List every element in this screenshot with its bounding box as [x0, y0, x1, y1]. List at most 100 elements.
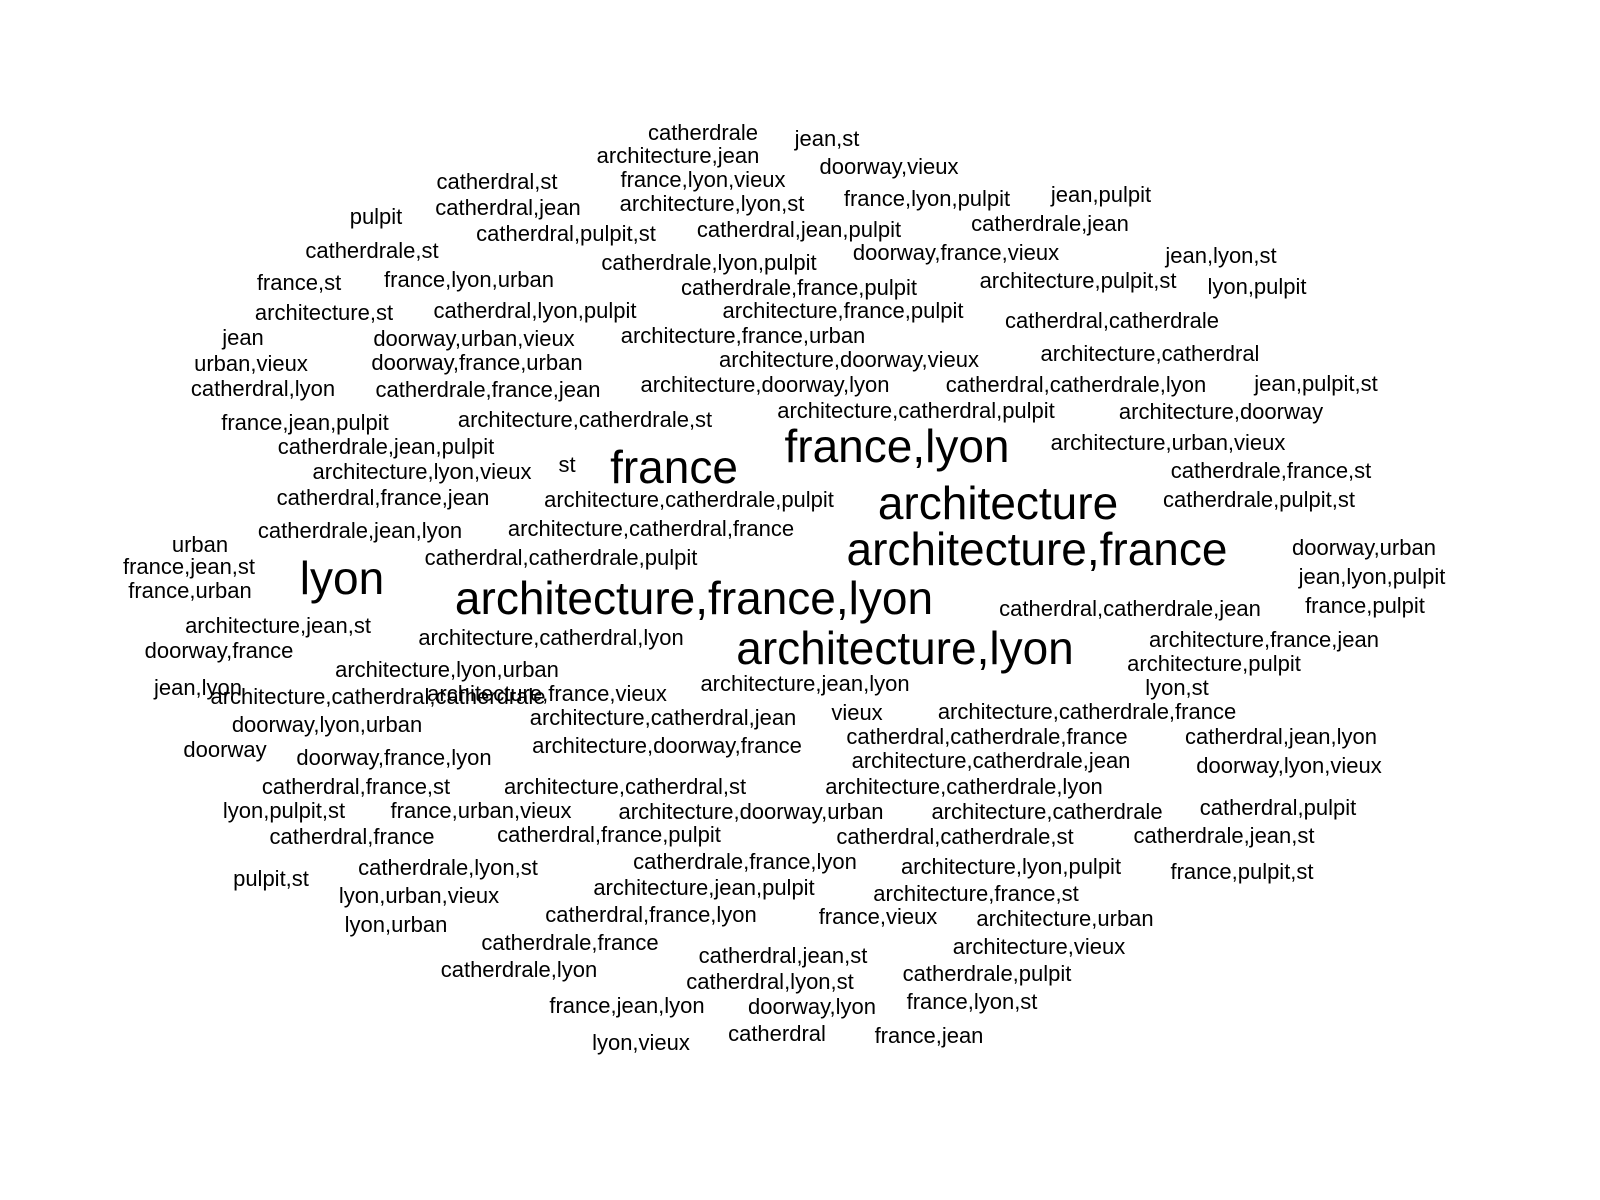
word-pulpit-st: pulpit,st: [233, 866, 309, 891]
word-architecture-france-st: architecture,france,st: [873, 881, 1079, 906]
word-catherdrale-jean-lyon: catherdrale,jean,lyon: [257, 518, 463, 543]
word-architecture-doorway: architecture,doorway: [1118, 399, 1324, 424]
word-architecture-france: architecture,france: [846, 523, 1228, 575]
word-catherdrale-jean-st: catherdrale,jean,st: [1133, 823, 1315, 848]
word-architecture: architecture: [877, 477, 1119, 529]
word-france-lyon-vieux: france,lyon,vieux: [620, 167, 786, 192]
word-architecture-france-urban: architecture,france,urban: [620, 323, 866, 348]
word-catherdrale: catherdrale: [647, 120, 759, 145]
word-france-lyon-pulpit: france,lyon,pulpit: [843, 186, 1011, 211]
word-doorway-france-lyon: doorway,france,lyon: [296, 745, 492, 770]
word-doorway-urban: doorway,urban: [1292, 535, 1436, 560]
word-architecture-catherdral-catherdrale: architecture,catherdral,catherdrale: [210, 684, 546, 709]
word-catherdrale-france-st: catherdrale,france,st: [1170, 458, 1372, 483]
word-catherdral-jean-st: catherdral,jean,st: [698, 943, 868, 968]
word-architecture-doorway-lyon: architecture,doorway,lyon: [640, 372, 890, 397]
word-lyon-pulpit: lyon,pulpit: [1207, 274, 1307, 299]
word-architecture-jean: architecture,jean: [596, 143, 760, 168]
word-catherdral-pulpit-st: catherdral,pulpit,st: [476, 221, 656, 246]
word-architecture-france-jean: architecture,france,jean: [1149, 627, 1379, 652]
word-france-urban-vieux: france,urban,vieux: [390, 798, 572, 823]
word-catherdrale-france: catherdrale,france: [481, 930, 659, 955]
word-france-jean-lyon: france,jean,lyon: [549, 993, 705, 1018]
word-architecture-urban-vieux: architecture,urban,vieux: [1050, 430, 1286, 455]
word-jean-lyon-pulpit: jean,lyon,pulpit: [1298, 564, 1446, 589]
word-doorway-lyon-vieux: doorway,lyon,vieux: [1196, 753, 1382, 778]
word-catherdral-catherdrale-pulpit: catherdral,catherdrale,pulpit: [424, 545, 698, 570]
word-architecture-st: architecture,st: [254, 300, 394, 325]
word-catherdrale-lyon-st: catherdrale,lyon,st: [358, 855, 538, 880]
word-catherdral-jean-lyon: catherdral,jean,lyon: [1184, 724, 1378, 749]
word-architecture-lyon: architecture,lyon: [736, 622, 1074, 674]
word-catherdral-catherdrale: catherdral,catherdrale: [1004, 308, 1220, 333]
word-catherdral-jean: catherdral,jean: [435, 195, 581, 220]
word-architecture-catherdral-pulpit: architecture,catherdral,pulpit: [777, 398, 1055, 423]
word-catherdral-pulpit: catherdral,pulpit: [1199, 795, 1357, 820]
word-catherdral-france-lyon: catherdral,france,lyon: [545, 902, 757, 927]
word-catherdrale-st: catherdrale,st: [305, 238, 439, 263]
word-doorway-lyon-urban: doorway,lyon,urban: [231, 712, 423, 737]
word-catherdral-catherdrale-france: catherdral,catherdrale,france: [846, 724, 1128, 749]
word-catherdral-catherdrale-jean: catherdral,catherdrale,jean: [999, 596, 1261, 621]
word-doorway: doorway: [183, 737, 267, 762]
word-doorway-france: doorway,france: [144, 638, 294, 663]
word-architecture-doorway-france: architecture,doorway,france: [532, 733, 802, 758]
word-architecture-jean-pulpit: architecture,jean,pulpit: [593, 875, 815, 900]
word-architecture-catherdrale-pulpit: architecture,catherdrale,pulpit: [544, 487, 834, 512]
word-jean-st: jean,st: [794, 126, 860, 151]
word-catherdral-france-st: catherdral,france,st: [261, 774, 451, 799]
word-architecture-pulpit: architecture,pulpit: [1127, 651, 1301, 676]
word-architecture-lyon-vieux: architecture,lyon,vieux: [312, 459, 532, 484]
word-architecture-catherdral-lyon: architecture,catherdral,lyon: [418, 625, 684, 650]
word-france-st: france,st: [256, 270, 342, 295]
word-catherdrale-france-pulpit: catherdrale,france,pulpit: [680, 275, 918, 300]
word-france-jean-st: france,jean,st: [122, 554, 256, 579]
word-catherdral-jean-pulpit: catherdral,jean,pulpit: [696, 217, 902, 242]
word-doorway-france-urban: doorway,france,urban: [371, 350, 583, 375]
word-vieux: vieux: [831, 700, 883, 725]
word-catherdral-catherdrale-st: catherdral,catherdrale,st: [836, 824, 1074, 849]
word-catherdrale-jean: catherdrale,jean: [971, 211, 1129, 236]
word-france-lyon-urban: france,lyon,urban: [384, 267, 554, 292]
word-architecture-lyon-st: architecture,lyon,st: [619, 191, 805, 216]
word-architecture-jean-lyon: architecture,jean,lyon: [700, 671, 910, 696]
word-lyon-vieux: lyon,vieux: [592, 1030, 690, 1055]
word-st: st: [558, 452, 576, 477]
word-architecture-lyon-urban: architecture,lyon,urban: [335, 657, 559, 682]
word-lyon-urban-vieux: lyon,urban,vieux: [338, 883, 500, 908]
word-architecture-pulpit-st: architecture,pulpit,st: [979, 268, 1177, 293]
word-doorway-urban-vieux: doorway,urban,vieux: [373, 326, 575, 351]
word-architecture-catherdrale-jean: architecture,catherdrale,jean: [851, 748, 1131, 773]
word-jean-pulpit: jean,pulpit: [1050, 182, 1152, 207]
word-lyon: lyon: [299, 552, 385, 604]
word-france-lyon-st: france,lyon,st: [906, 989, 1038, 1014]
word-catherdral-france-jean: catherdral,france,jean: [276, 485, 490, 510]
word-catherdrale-pulpit: catherdrale,pulpit: [902, 961, 1072, 986]
word-catherdrale-france-jean: catherdrale,france,jean: [375, 377, 601, 402]
word-catherdral-catherdrale-lyon: catherdral,catherdrale,lyon: [945, 372, 1207, 397]
word-architecture-france-vieux: architecture,france,vieux: [427, 681, 667, 706]
word-france-vieux: france,vieux: [818, 904, 938, 929]
word-catherdrale-lyon-pulpit: catherdrale,lyon,pulpit: [601, 250, 817, 275]
word-doorway-lyon: doorway,lyon: [748, 994, 876, 1019]
word-architecture-france-lyon: architecture,france,lyon: [454, 572, 934, 624]
word-architecture-catherdrale-st: architecture,catherdrale,st: [457, 407, 713, 432]
word-architecture-doorway-urban: architecture,doorway,urban: [618, 799, 884, 824]
word-catherdral: catherdral: [728, 1021, 826, 1046]
word-jean-lyon-st: jean,lyon,st: [1165, 243, 1277, 268]
word-lyon-st: lyon,st: [1145, 675, 1209, 700]
word-lyon-urban: lyon,urban: [344, 912, 448, 937]
word-catherdral-france: catherdral,france: [269, 824, 435, 849]
word-france-urban: france,urban: [128, 578, 252, 603]
word-architecture-doorway-vieux: architecture,doorway,vieux: [718, 347, 980, 372]
word-doorway-france-vieux: doorway,france,vieux: [852, 240, 1060, 265]
word-architecture-catherdrale-france: architecture,catherdrale,france: [937, 699, 1237, 724]
word-catherdrale-france-lyon: catherdrale,france,lyon: [633, 849, 857, 874]
word-france-jean-pulpit: france,jean,pulpit: [221, 410, 389, 435]
word-lyon-pulpit-st: lyon,pulpit,st: [222, 798, 346, 823]
word-architecture-urban: architecture,urban: [976, 906, 1154, 931]
word-catherdral-lyon-pulpit: catherdral,lyon,pulpit: [433, 298, 637, 323]
word-catherdrale-pulpit-st: catherdrale,pulpit,st: [1163, 487, 1355, 512]
word-architecture-vieux: architecture,vieux: [952, 934, 1126, 959]
